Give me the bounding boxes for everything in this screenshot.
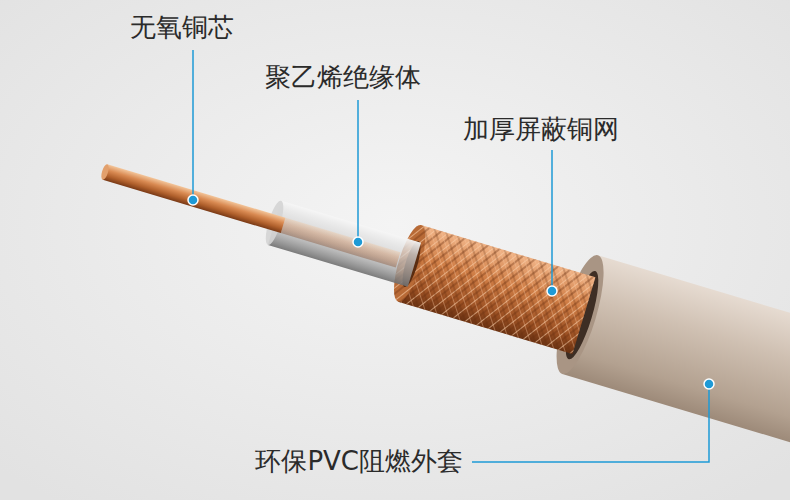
shield-label: 加厚屏蔽铜网 — [463, 114, 619, 145]
insulation-label: 聚乙烯绝缘体 — [265, 62, 421, 93]
core-label: 无氧铜芯 — [130, 12, 234, 43]
jacket-label: 环保PVC阻燃外套 — [255, 446, 463, 477]
